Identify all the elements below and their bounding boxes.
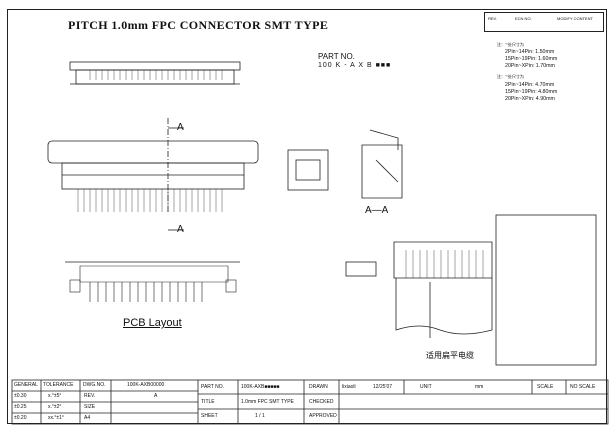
part-no-code: 100 K - A X B ■■■ (318, 62, 392, 69)
rev-label-bottom: REV. (84, 393, 96, 399)
part-no-block-value: 100K-AXB■■■■■ (241, 384, 280, 390)
drawn-label: DRAWN (309, 384, 328, 390)
drawn-by: lixiaoli (342, 384, 356, 390)
size-value: A4 (84, 415, 91, 421)
tol3b: xx.°±1° (48, 415, 64, 421)
size-label: SIZE (84, 404, 96, 410)
section-arrow-a-bottom: A (177, 224, 184, 235)
part-no-block-label: PART NO. (201, 384, 225, 390)
pcb-layout-label: PCB Layout (123, 317, 182, 329)
drawing-title: PITCH 1.0mm FPC CONNECTOR SMT TYPE (68, 18, 329, 32)
title-label: TITLE (201, 399, 215, 405)
sheet-value: 1 / 1 (255, 413, 265, 419)
title-value: 1.0mm FPC SMT TYPE (241, 399, 294, 405)
cable-label: 适用扁平电缆 (426, 351, 474, 360)
rev-label: REV. (488, 16, 497, 21)
section-arrow-a-top: A (177, 122, 184, 133)
sheet-label: SHEET (201, 413, 218, 419)
modify-content-label: MODIFY CONTENT (557, 16, 593, 21)
approved-label: APPROVED (309, 413, 337, 419)
note2-title: 注：""处尺寸为 (497, 74, 524, 79)
tol2: ±0.25 (14, 404, 27, 410)
unit-label: UNIT (420, 384, 432, 390)
part-no-label: PART NO. (318, 52, 355, 61)
front-view-outline (47, 140, 259, 164)
note2-line1: 2Pin~14Pin: 4.70mm (505, 82, 555, 88)
section-label: A—A (365, 205, 389, 216)
note1-line2: 15Pin~19Pin: 1.60mm (505, 56, 558, 62)
note1-line3: 20Pin~XPin: 1.70mm (505, 63, 555, 69)
drawing-frame (7, 9, 607, 424)
tol2b: x.°±2° (48, 404, 62, 410)
revision-header: REV. ECN NO. MODIFY CONTENT (484, 12, 604, 32)
dwg-no-value: 100K-AXB00000 (127, 382, 165, 388)
drawn-date: 12/25'07 (373, 384, 393, 390)
scale-value: NO SCALE (570, 384, 596, 390)
note2-line2: 15Pin~19Pin: 4.80mm (505, 89, 558, 95)
rev-value: A (154, 393, 158, 399)
note1-line1: 2Pin~14Pin: 1.50mm (505, 49, 555, 55)
tol3: ±0.20 (14, 415, 27, 421)
note2-line3: 20Pin~XPin: 4.90mm (505, 96, 555, 102)
unit-value: mm (475, 384, 484, 390)
scale-label: SCALE (537, 384, 554, 390)
tol1: ±0.30 (14, 393, 27, 399)
general-label: GENERAL (14, 382, 38, 388)
dwg-no-label: DWG.NO. (83, 382, 106, 388)
top-view-outline (69, 61, 241, 71)
tol1b: x.°±5° (48, 393, 62, 399)
note1-title: 注：""处尺寸为 (497, 42, 524, 47)
ecn-label: ECN NO. (515, 16, 532, 21)
checked-label: CHECKED (309, 399, 334, 405)
tolerance-label: TOLERANCE (43, 382, 74, 388)
